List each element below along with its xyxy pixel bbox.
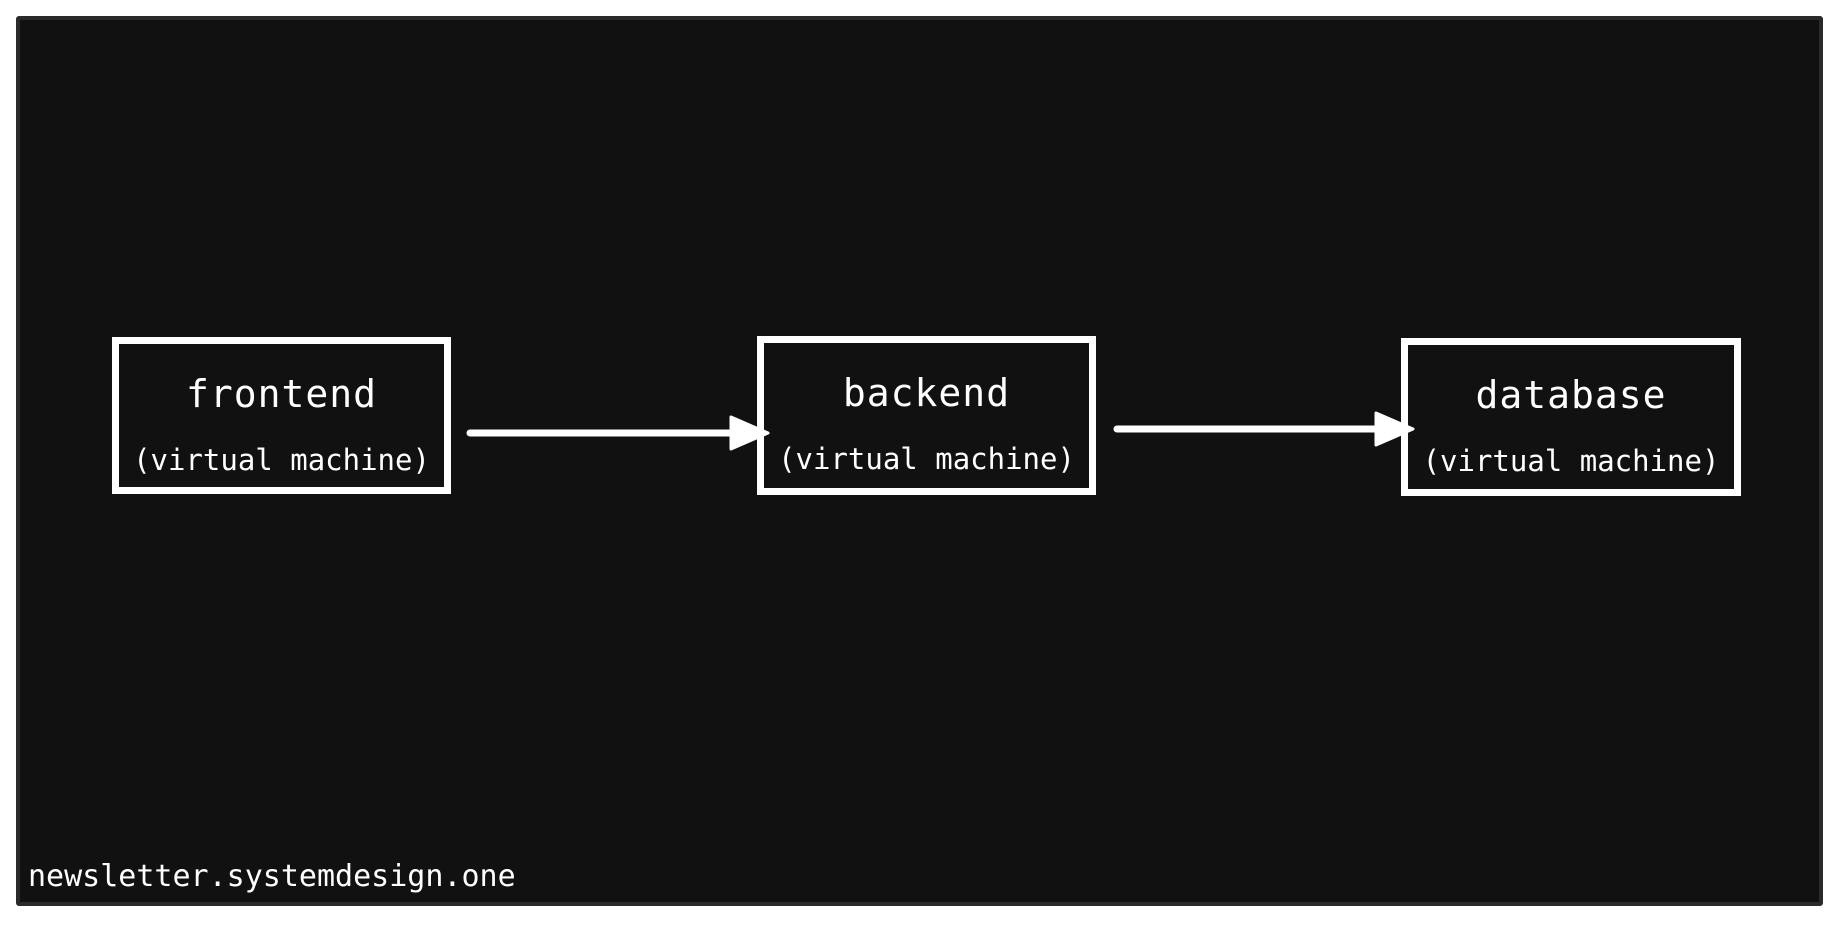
node-subtitle: (virtual machine) (133, 443, 430, 477)
node-title: frontend (185, 372, 378, 416)
backend-node: backend (virtual machine) (757, 336, 1096, 495)
node-title: backend (842, 371, 1011, 415)
node-subtitle: (virtual machine) (778, 442, 1075, 476)
database-node: database (virtual machine) (1401, 338, 1741, 496)
node-subtitle: (virtual machine) (1422, 444, 1720, 478)
watermark-text: newsletter.systemdesign.one (28, 859, 516, 894)
node-title: database (1475, 373, 1667, 417)
frontend-node: frontend (virtual machine) (112, 337, 451, 494)
